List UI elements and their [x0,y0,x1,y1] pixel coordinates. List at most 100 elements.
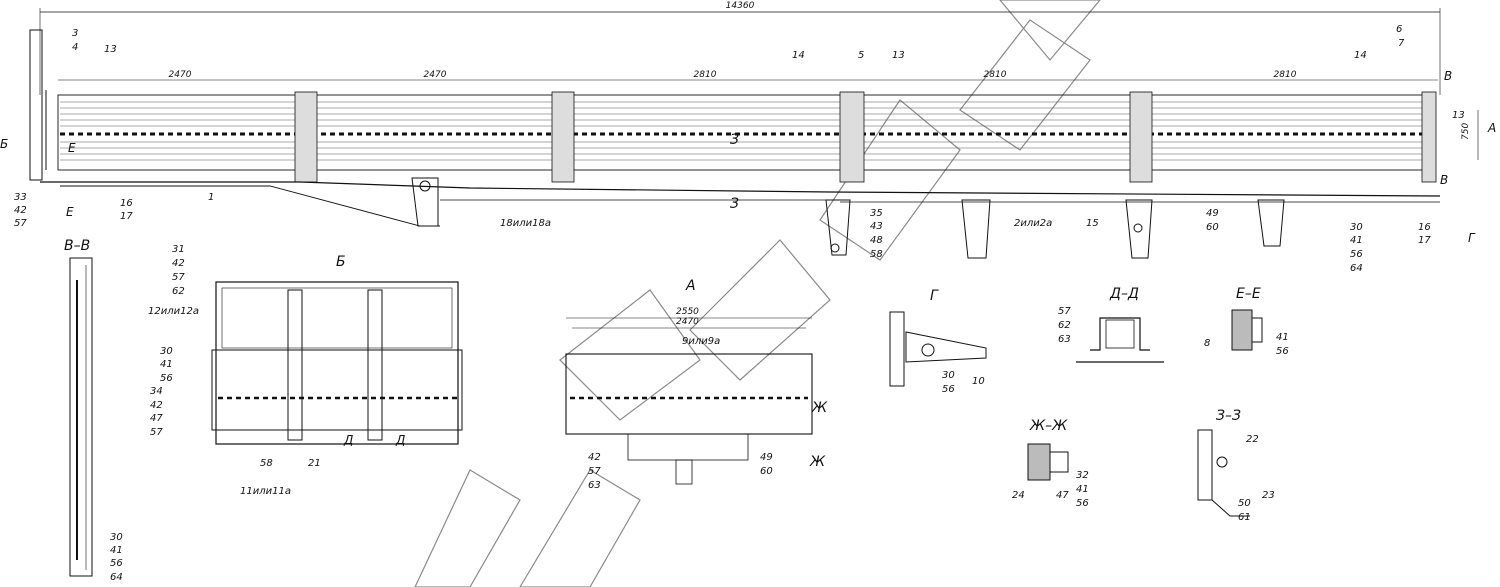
section-mark-z-top: З [730,132,739,148]
callout-42-b: 42 [172,258,185,269]
callout-42-b2: 42 [150,400,163,411]
view-z-z: З–З 22 23 50 61 [1197,408,1275,523]
view-title-ee: Е–Е [1236,286,1261,302]
callout-35: 35 [870,208,883,219]
callout-56-ee: 56 [1276,346,1289,357]
main-side-view: 14360 2470 2470 2810 2810 2810 [0,1,1496,274]
view-g: Г 30 56 10 [889,288,987,395]
callout-17-left: 17 [120,211,133,222]
callout-61: 61 [1238,512,1251,523]
section-mark-g: Г [1468,231,1476,245]
callout-56-b: 56 [160,373,173,384]
dim-panel-1: 2470 [169,70,192,80]
callout-24: 24 [1012,490,1025,501]
section-mark-e-bottom: Е [66,205,74,219]
watermark [414,0,1101,587]
view-title-zz: З–З [1216,408,1241,424]
callout-60-a: 60 [760,466,773,477]
view-b: Б Д Д 31 42 57 62 12или12а 30 41 56 34 4… [148,244,463,497]
callout-62-dd: 62 [1058,320,1071,331]
callout-14-mid: 14 [792,50,805,61]
callout-23: 23 [1262,490,1275,501]
callout-16-left: 16 [120,198,133,209]
callout-58-b: 58 [260,458,273,469]
callout-57-a: 57 [588,466,601,477]
section-mark-b: Б [0,137,8,151]
view-zh-zh: Ж–Ж 24 47 32 41 56 [1012,418,1089,509]
callout-1: 1 [208,192,214,203]
callout-34: 34 [150,386,163,397]
dim-panel-3: 2810 [694,70,717,80]
callout-10: 10 [972,376,985,387]
callout-64-vv: 64 [110,572,123,583]
section-mark-v-bottom: В [1440,173,1448,187]
callout-15: 15 [1086,218,1099,229]
callout-41-ee: 41 [1276,332,1289,343]
view-title-dd: Д–Д [1109,286,1139,302]
callout-30-vv: 30 [110,532,123,543]
callout-41-zhzh: 41 [1076,484,1089,495]
callout-13-left: 13 [104,44,117,55]
callout-6: 6 [1396,24,1402,35]
callout-64-main: 64 [1350,263,1363,274]
section-mark-d-left: Д [343,433,353,447]
view-v-v: В–В 30 41 56 64 [64,238,123,583]
callout-42: 42 [14,205,27,216]
view-d-d: Д–Д 57 62 63 [1058,286,1164,363]
view-title-g: Г [930,288,939,304]
callout-50: 50 [1238,498,1251,509]
view-a: А 2550 2470 Ж Ж 9или9а 42 57 63 49 60 [565,278,828,491]
callout-56-main: 56 [1350,249,1363,260]
callout-7: 7 [1398,38,1405,49]
callout-49-main: 49 [1206,208,1219,219]
callout-2: 2или2а [1014,218,1052,229]
callout-30-g: 30 [942,370,955,381]
callout-58: 58 [870,249,883,260]
callout-57-b2: 57 [150,427,163,438]
callout-18: 18или18а [500,218,551,229]
dim-height: 750 [1461,123,1471,140]
dim-overall: 14360 [726,1,755,11]
callout-60-main: 60 [1206,222,1219,233]
callout-41-b: 41 [160,359,173,370]
callout-56-vv: 56 [110,558,123,569]
callout-47-zhzh: 47 [1056,490,1069,501]
callout-9: 9или9а [682,336,720,347]
callout-48: 48 [870,235,883,246]
callout-56-zhzh: 56 [1076,498,1089,509]
callout-41-main: 41 [1350,235,1363,246]
callout-32: 32 [1076,470,1089,481]
dim-panel-2: 2470 [424,70,447,80]
section-mark-v-top: В [1444,69,1452,83]
callout-21: 21 [308,458,321,469]
dim-a-outer: 2550 [676,307,699,317]
callout-3: 3 [72,28,78,39]
view-title-zhzh: Ж–Ж [1029,418,1068,434]
section-mark-a: А [1487,121,1496,135]
callout-49-a: 49 [760,452,773,463]
callout-12: 12или12а [148,306,199,317]
callout-42-a: 42 [588,452,601,463]
view-title-vv: В–В [64,238,90,254]
callout-57-dd: 57 [1058,306,1071,317]
callout-63-dd: 63 [1058,334,1071,345]
callout-33: 33 [14,192,27,203]
callout-4: 4 [72,42,78,53]
callout-30-main: 30 [1350,222,1363,233]
callout-43: 43 [870,221,883,232]
callout-31: 31 [172,244,185,255]
callout-30-b: 30 [160,346,173,357]
callout-47-b: 47 [150,413,163,424]
section-mark-z-bottom: З [730,196,739,212]
view-title-b: Б [336,254,346,270]
callout-56-g: 56 [942,384,955,395]
section-mark-d-right: Д [395,433,405,447]
callout-13-right: 13 [1452,110,1465,121]
dim-panel-4: 2810 [984,70,1007,80]
dim-a-inner: 2470 [676,317,699,327]
callout-63-a: 63 [588,480,601,491]
view-e-e: Е–Е 8 41 56 [1204,286,1289,357]
section-mark-zh-top: Ж [811,400,828,416]
callout-5: 5 [858,50,864,61]
